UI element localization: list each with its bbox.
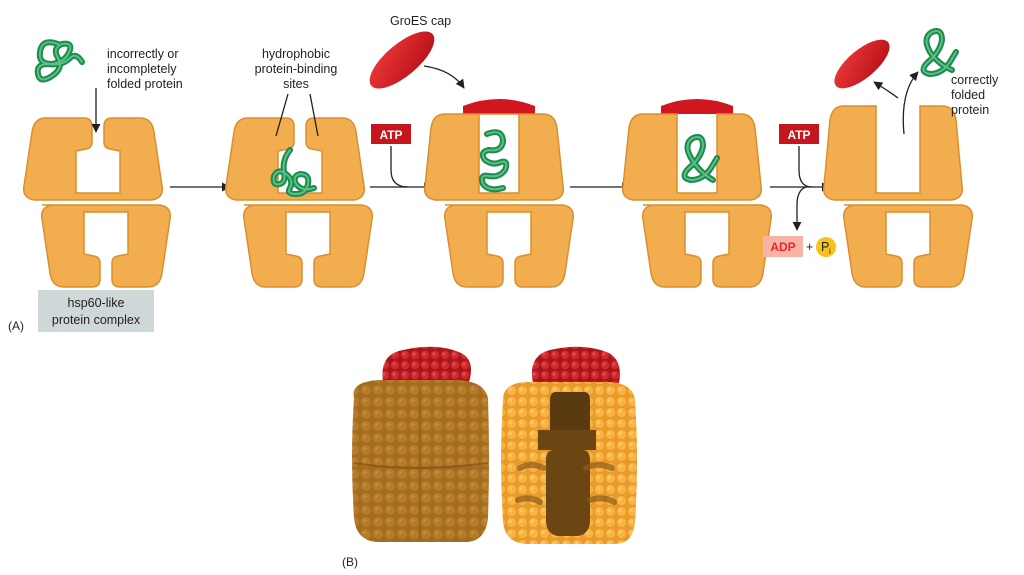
atp-1-pointer [390, 146, 409, 188]
misfolded-label-line-3: folded protein [107, 77, 183, 91]
complex-label-line-2: protein complex [52, 313, 141, 327]
chaperonin-top-half [822, 105, 964, 201]
binding-label-line-2: protein-binding [255, 62, 338, 76]
panel-a-label: (A) [8, 319, 24, 333]
panel-b: (B) [342, 346, 637, 569]
adp-box [763, 236, 803, 257]
misfolded-protein-icon [34, 39, 85, 83]
groes-cap-on-complex [463, 99, 535, 114]
chaperonin-top-half [224, 117, 366, 201]
binding-pointer-left [275, 93, 289, 137]
atp-label-1: ATP [379, 128, 402, 142]
cap-label: GroES cap [390, 14, 451, 28]
pi-circle [816, 237, 836, 257]
misfolded-label-line-1: incorrectly or [107, 47, 179, 61]
chaperonin-bottom-half [641, 204, 773, 288]
complex-label-line-1: hsp60-like [68, 296, 125, 310]
pi-label: P [821, 240, 829, 254]
released-cap-icon [834, 39, 890, 89]
correct-label-line-3: protein [951, 103, 989, 117]
correct-label-line-2: folded [951, 88, 985, 102]
chaperonin-top-half [423, 113, 565, 201]
panel-a: incorrectly or incompletely folded prote… [8, 14, 999, 333]
chaperonin-stage-3 [423, 99, 575, 288]
pi-subscript: i [829, 247, 831, 256]
binding-label-line-3: sites [283, 77, 309, 91]
atp-box-2 [779, 124, 819, 144]
complex-label-box [38, 290, 154, 332]
cap-release-arrow [873, 81, 899, 99]
chaperonin-top-half [621, 113, 763, 201]
chaperonin-stage-4 [621, 99, 773, 288]
chaperonin-top-half [22, 117, 164, 201]
binding-label-line-1: hydrophobic [262, 47, 330, 61]
correct-label-line-1: correctly [951, 73, 999, 87]
chaperonin-stage-1 [22, 117, 172, 288]
bound-protein-icon [270, 147, 317, 197]
groes-cap-on-complex [661, 99, 733, 114]
cap-binding-arrow [423, 65, 465, 89]
chaperonin-model-surface [352, 346, 489, 542]
released-folded-protein-icon [920, 28, 959, 77]
adp-label: ADP [770, 240, 795, 254]
chaperonin-bottom-half [842, 204, 974, 288]
chaperonin-model-cutaway [501, 346, 637, 544]
adp-release-arrow [792, 186, 807, 231]
groes-cap-icon [369, 31, 435, 89]
chaperonin-bottom-half [242, 204, 374, 288]
atp-label-2: ATP [787, 128, 810, 142]
chaperonin-stage-2 [224, 117, 374, 288]
binding-pointer-right [309, 93, 319, 137]
protein-release-arrow [902, 71, 919, 135]
atp-2-pointer [798, 146, 813, 188]
atp-box-1 [371, 124, 411, 144]
misfolded-label-line-2: incompletely [107, 62, 177, 76]
chaperonin-bottom-half [40, 204, 172, 288]
folded-protein-icon [681, 134, 720, 183]
plus-sign: + [806, 240, 813, 254]
chaperonin-stage-5 [822, 105, 974, 288]
panel-b-label: (B) [342, 555, 358, 569]
protein-folding-icon [478, 129, 510, 193]
chaperonin-bottom-half [443, 204, 575, 288]
